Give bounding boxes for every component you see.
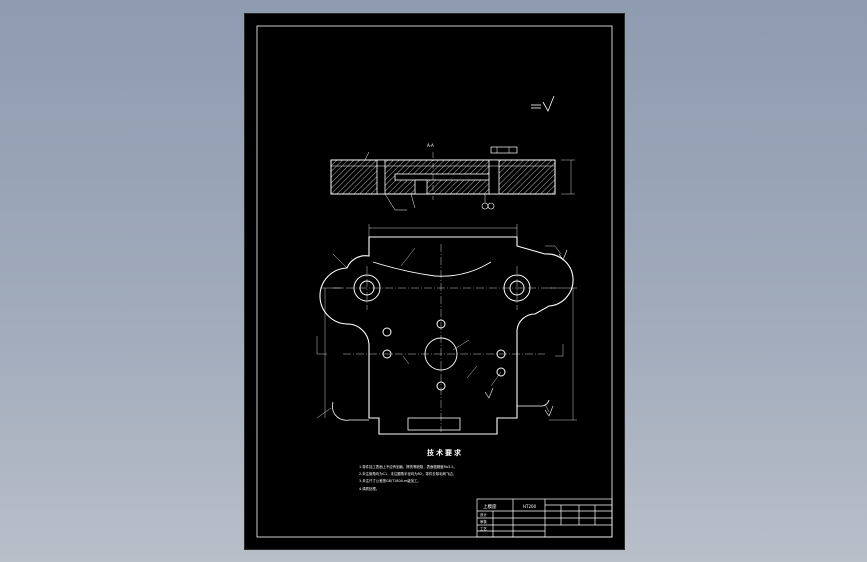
tech-note: 2.未注倒角均为C1，未注圆角半径均为R2；零件去除毛刺飞边。	[359, 471, 456, 476]
material: HT200	[523, 504, 537, 509]
dimension-lines	[316, 224, 577, 421]
cad-drawing: A-A	[256, 25, 613, 538]
section-view	[330, 146, 575, 211]
drawing-frame	[256, 25, 613, 538]
top-view	[319, 236, 574, 435]
surface-roughness-symbol	[531, 95, 555, 112]
tech-requirements-title: 技术要求	[427, 448, 463, 457]
drawing-sheet: A-A	[244, 13, 625, 550]
roughness-marks	[484, 249, 568, 417]
part-name: 上模座	[483, 503, 497, 510]
title-block-row: 工艺	[480, 526, 487, 531]
tech-note: 1.零件加工表面上不应有划痕、擦伤等缺陷，表面粗糙度Ra3.2。	[359, 464, 457, 469]
title-block-row: 审核	[480, 519, 487, 524]
title-block-row: 设计	[480, 512, 487, 517]
tech-note: 3.未注尺寸公差按GB/T1804-m级加工。	[359, 478, 421, 483]
title-block	[476, 498, 613, 538]
tech-requirements-notes: 1.零件加工表面上不应有划痕、擦伤等缺陷，表面粗糙度Ra3.2。 2.未注倒角均…	[359, 464, 457, 491]
section-label: A-A	[427, 143, 434, 148]
tech-note: 4.调质处理。	[359, 486, 379, 491]
center-lines	[333, 244, 555, 432]
